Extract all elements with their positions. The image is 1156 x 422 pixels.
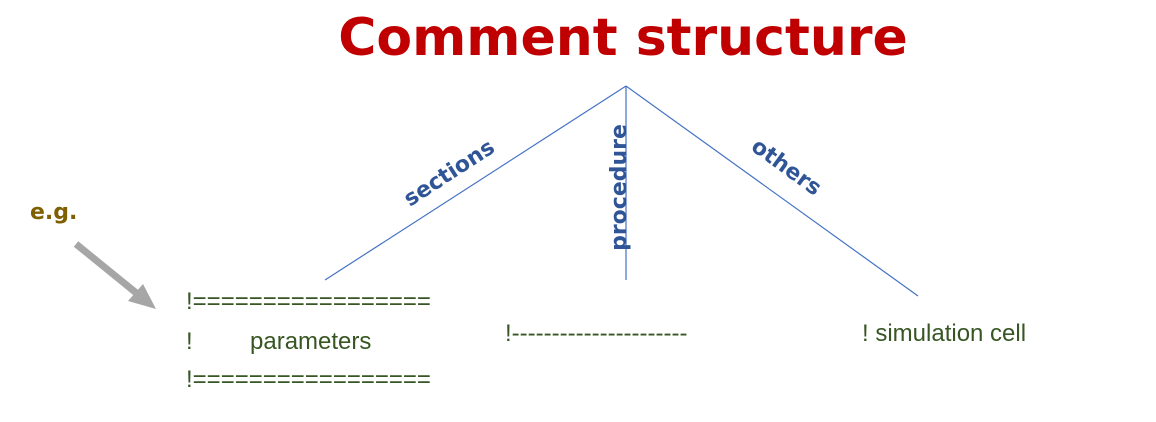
example-arrow-icon bbox=[73, 241, 156, 309]
procedure-comment: !---------------------- bbox=[505, 320, 688, 347]
section-comment-bang: ! bbox=[186, 328, 193, 355]
branch-label-procedure: procedure bbox=[606, 124, 632, 251]
example-label: e.g. bbox=[30, 200, 78, 225]
section-comment-text: parameters bbox=[250, 328, 372, 355]
page-title: Comment structure bbox=[338, 8, 908, 68]
section-comment-top: !================= bbox=[186, 288, 431, 315]
branch-line-others bbox=[625, 85, 919, 297]
others-comment: ! simulation cell bbox=[862, 320, 1027, 347]
section-comment-bottom: !================= bbox=[186, 366, 431, 393]
branch-line-sections bbox=[324, 85, 627, 281]
